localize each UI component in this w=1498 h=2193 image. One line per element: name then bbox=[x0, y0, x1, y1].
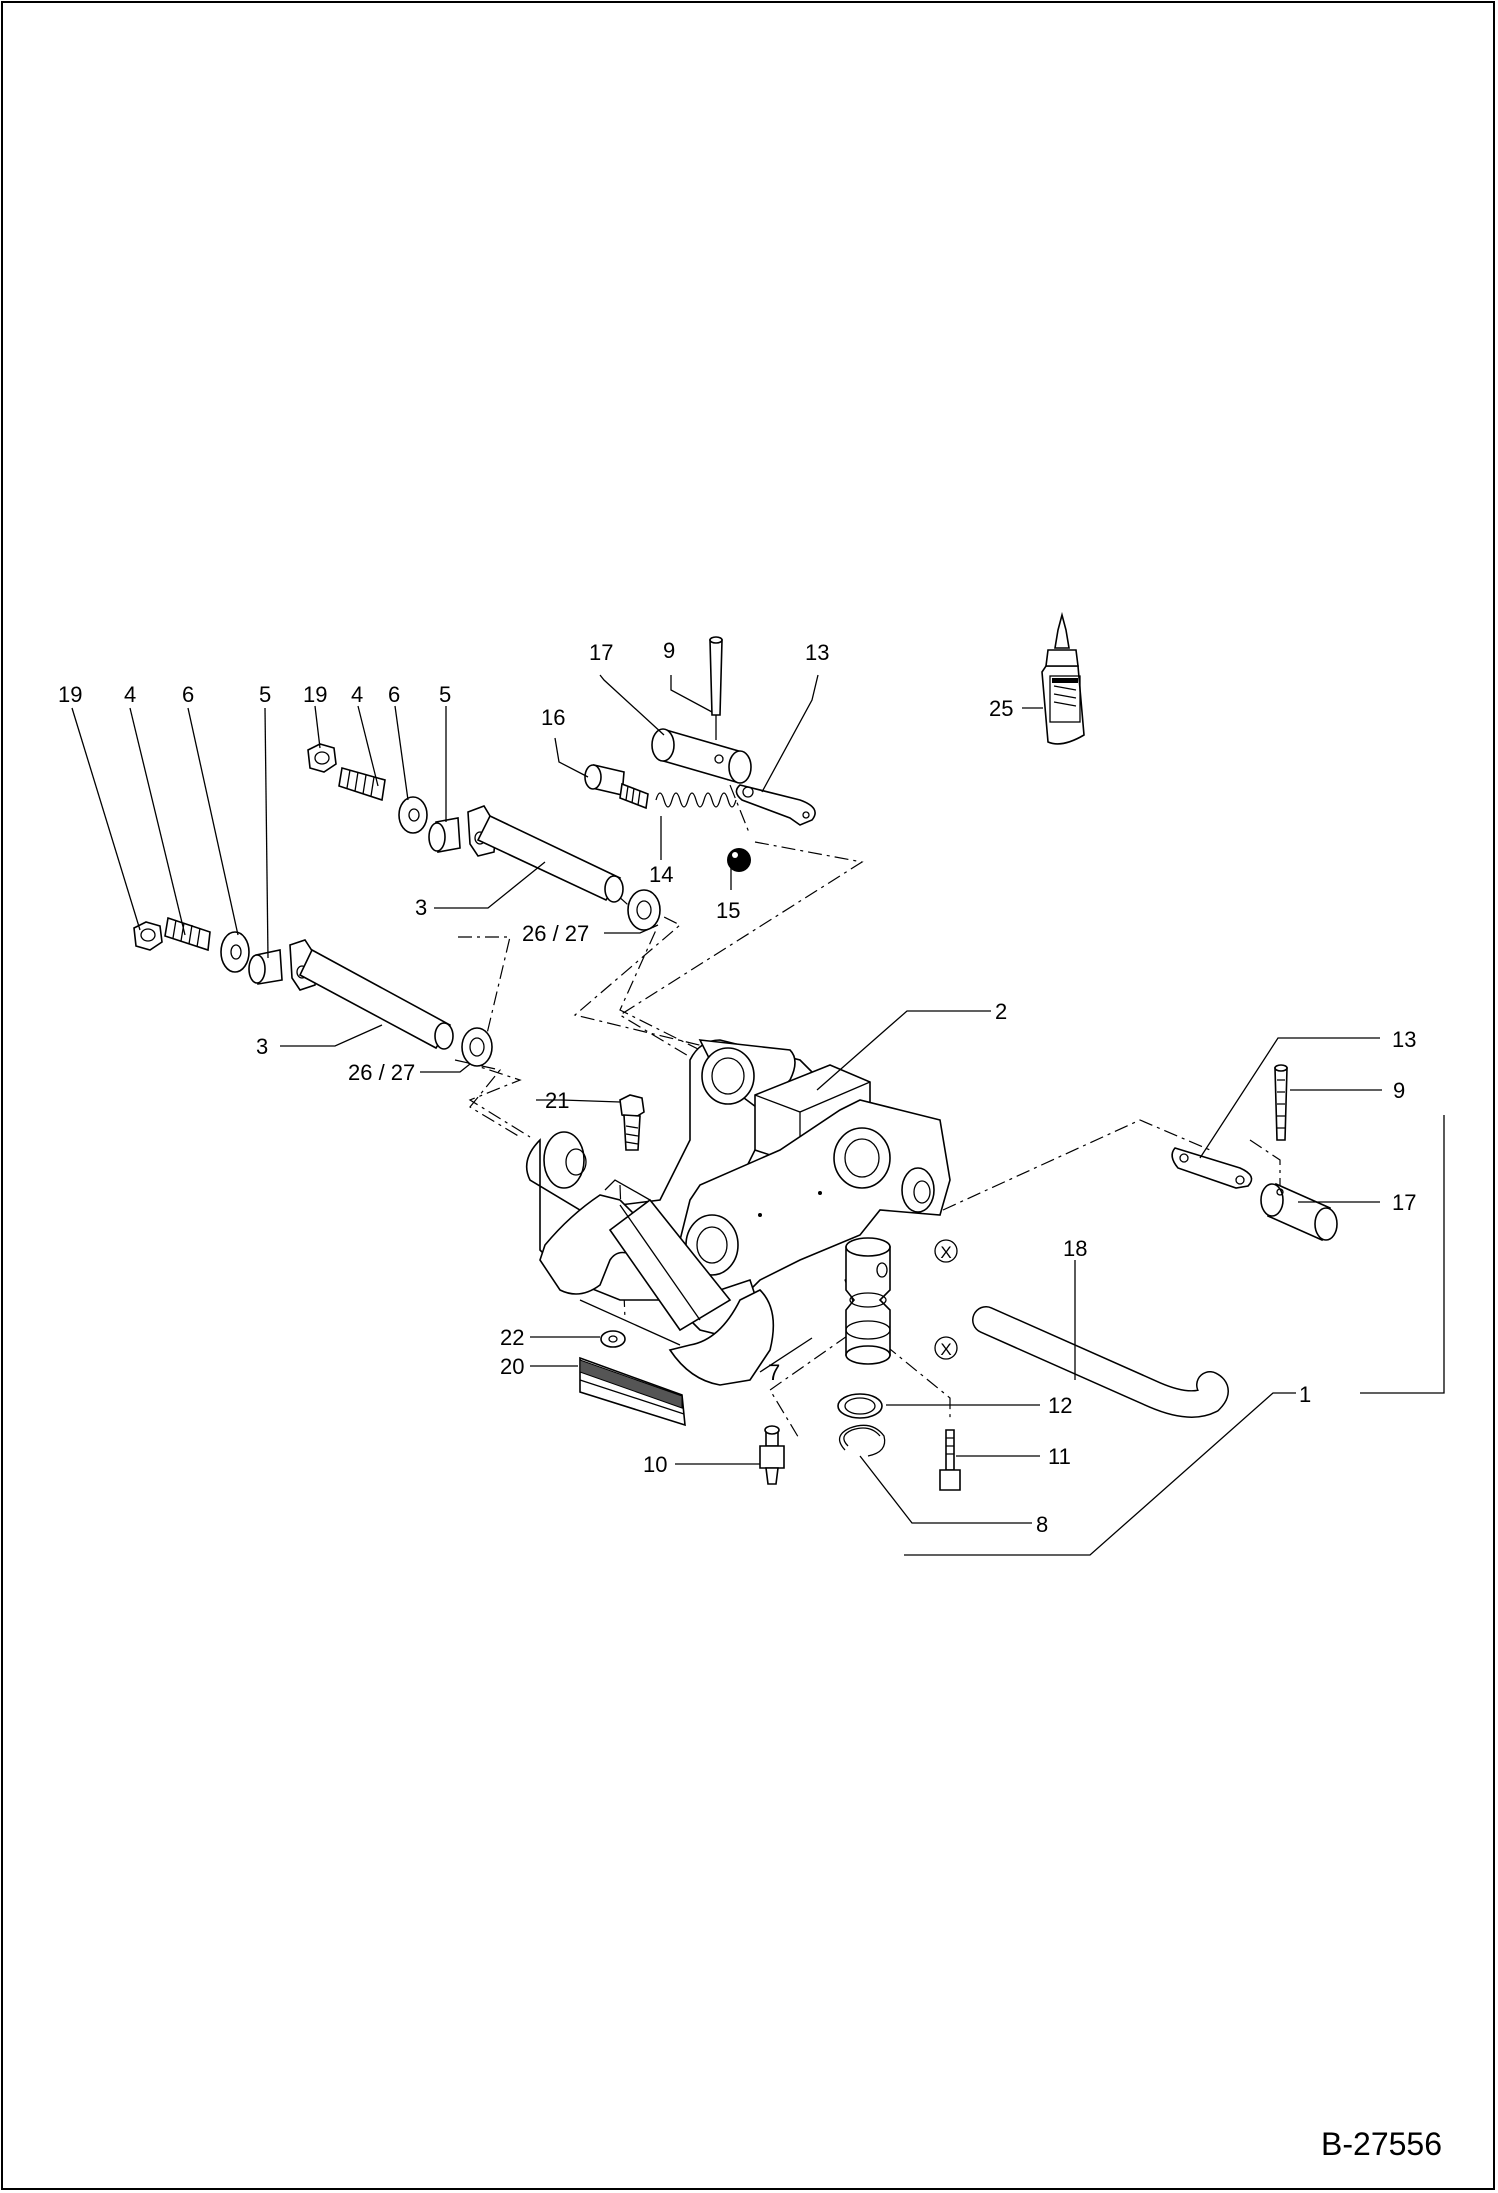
callout-2: 2 bbox=[995, 999, 1007, 1024]
roll-pin-9-top bbox=[709, 636, 723, 740]
spring-14 bbox=[655, 792, 737, 808]
quick-coupler-body-2 bbox=[525, 1039, 951, 1386]
callout-11: 11 bbox=[1048, 1444, 1071, 1469]
callout-4a: 4 bbox=[124, 682, 136, 707]
locking-cylinder-7 bbox=[845, 1237, 891, 1365]
bolt-4-lower bbox=[164, 916, 211, 952]
callout-5a: 5 bbox=[259, 682, 271, 707]
callout-13b: 13 bbox=[1392, 1027, 1416, 1052]
callout-3a: 3 bbox=[415, 895, 427, 920]
nut-19-upper bbox=[307, 743, 337, 773]
grease-nipple-10 bbox=[759, 1425, 785, 1485]
callout-14: 14 bbox=[649, 862, 673, 887]
marker-x2: X bbox=[934, 1336, 958, 1360]
leader-lines bbox=[71, 674, 1445, 1556]
washer-26-27-lower bbox=[461, 1027, 493, 1067]
svg-text:X: X bbox=[940, 1243, 951, 1262]
callout-5b: 5 bbox=[439, 682, 451, 707]
sleeve-5-lower bbox=[248, 949, 283, 985]
callout-3b: 3 bbox=[256, 1034, 268, 1059]
washer-6-lower bbox=[220, 931, 250, 973]
callout-6a: 6 bbox=[182, 682, 194, 707]
hose-18 bbox=[972, 1306, 1229, 1418]
pin-3-upper bbox=[467, 805, 624, 903]
bolt-4-upper bbox=[338, 766, 386, 802]
callout-10: 10 bbox=[643, 1452, 667, 1477]
callout-26-27b: 26 / 27 bbox=[348, 1060, 415, 1085]
callout-16: 16 bbox=[541, 705, 565, 730]
plate-13-top bbox=[735, 784, 816, 826]
nut-19-lower bbox=[133, 921, 163, 951]
callout-13a: 13 bbox=[805, 640, 829, 665]
washer-22 bbox=[600, 1330, 626, 1348]
callout-20: 20 bbox=[500, 1354, 524, 1379]
lower-pin-assembly bbox=[133, 916, 493, 1067]
seal-ring-12 bbox=[837, 1393, 883, 1419]
callout-22: 22 bbox=[500, 1325, 524, 1350]
callout-19b: 19 bbox=[303, 682, 327, 707]
washer-6-upper bbox=[398, 796, 428, 834]
callout-labels: 19 4 6 5 19 4 6 5 3 3 26 / 27 26 / 27 17… bbox=[58, 638, 1416, 1537]
callout-6b: 6 bbox=[388, 682, 400, 707]
ball-15 bbox=[727, 848, 751, 872]
grease-bottle-icon bbox=[1041, 611, 1085, 745]
callout-19a: 19 bbox=[58, 682, 82, 707]
callout-1: 1 bbox=[1299, 1382, 1311, 1407]
callout-18: 18 bbox=[1063, 1236, 1087, 1261]
lock-pin-assembly-top bbox=[584, 636, 816, 872]
callout-12: 12 bbox=[1048, 1393, 1072, 1418]
marker-x1: X bbox=[934, 1239, 958, 1263]
pin-3-lower bbox=[289, 939, 454, 1050]
wear-pad-20 bbox=[579, 1356, 686, 1427]
callout-9b: 9 bbox=[1393, 1078, 1405, 1103]
bushing-17-top bbox=[651, 728, 752, 784]
callout-21: 21 bbox=[545, 1088, 569, 1113]
screw-11 bbox=[939, 1429, 961, 1491]
callout-17a: 17 bbox=[589, 640, 613, 665]
callout-15: 15 bbox=[716, 898, 740, 923]
callout-26-27a: 26 / 27 bbox=[522, 921, 589, 946]
plate-13-right bbox=[1171, 1147, 1253, 1189]
washer-26-27-upper bbox=[627, 889, 661, 931]
bushing-17-right bbox=[1260, 1182, 1338, 1242]
svg-text:X: X bbox=[940, 1340, 951, 1359]
upper-pin-assembly bbox=[307, 743, 661, 931]
callout-17b: 17 bbox=[1392, 1190, 1416, 1215]
callout-25: 25 bbox=[989, 696, 1013, 721]
sleeve-5-upper bbox=[428, 817, 461, 853]
callout-9a: 9 bbox=[663, 638, 675, 663]
callout-7: 7 bbox=[768, 1360, 780, 1385]
assembly-center-lines bbox=[454, 759, 1281, 1441]
roll-pin-9-right bbox=[1274, 1064, 1288, 1141]
circlip-8 bbox=[838, 1424, 886, 1457]
bolt-21 bbox=[619, 1094, 645, 1151]
callout-8: 8 bbox=[1036, 1512, 1048, 1537]
drawing-number: B-27556 bbox=[1321, 2126, 1442, 2162]
bolt-16 bbox=[584, 764, 649, 810]
callout-4b: 4 bbox=[351, 682, 363, 707]
